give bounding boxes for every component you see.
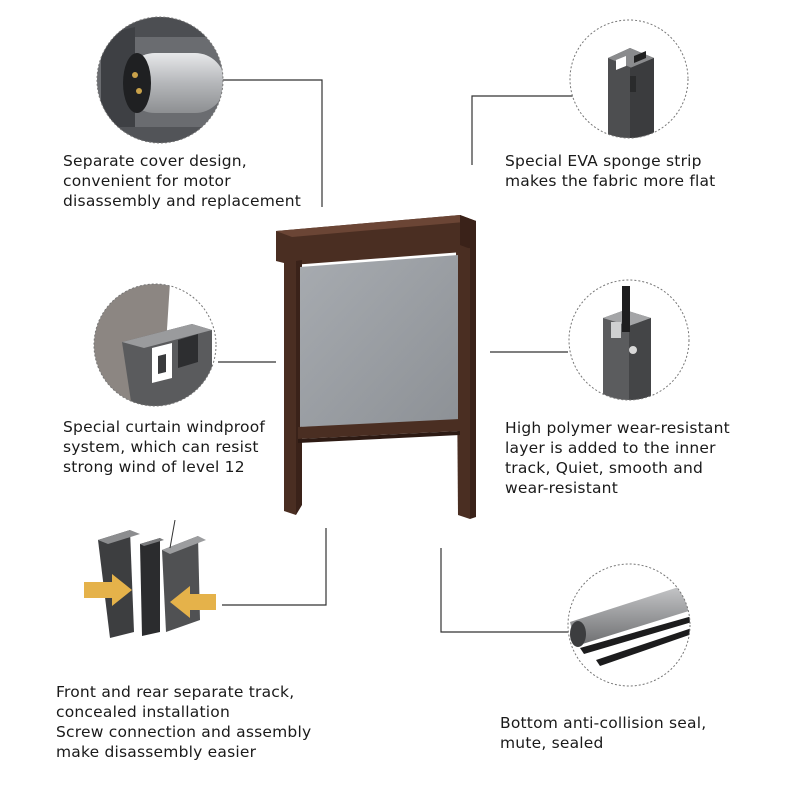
windproof-detail-image	[93, 283, 217, 407]
cover-detail-image	[96, 16, 224, 144]
bottom-seal-detail-image	[567, 563, 691, 687]
caption-track: Front and rear separate track, concealed…	[56, 683, 312, 761]
caption-cover: Separate cover design, convenient for mo…	[63, 152, 302, 210]
right-arrow-icon	[170, 586, 216, 618]
caption-windproof: Special curtain windproof system, which …	[63, 418, 266, 476]
eva-strip-detail-image	[569, 19, 689, 139]
leader-seal	[440, 548, 568, 633]
separate-track-detail-image	[84, 520, 216, 638]
caption-eva-strip: Special EVA sponge strip makes the fabri…	[505, 152, 716, 190]
left-arrow-icon	[84, 574, 132, 606]
polymer-track-detail-image	[568, 279, 690, 401]
caption-polymer: High polymer wear-resistant layer is add…	[505, 419, 730, 497]
zip-screen-product	[276, 215, 476, 519]
caption-seal: Bottom anti-collision seal, mute, sealed	[500, 714, 707, 752]
leader-track	[222, 528, 327, 606]
